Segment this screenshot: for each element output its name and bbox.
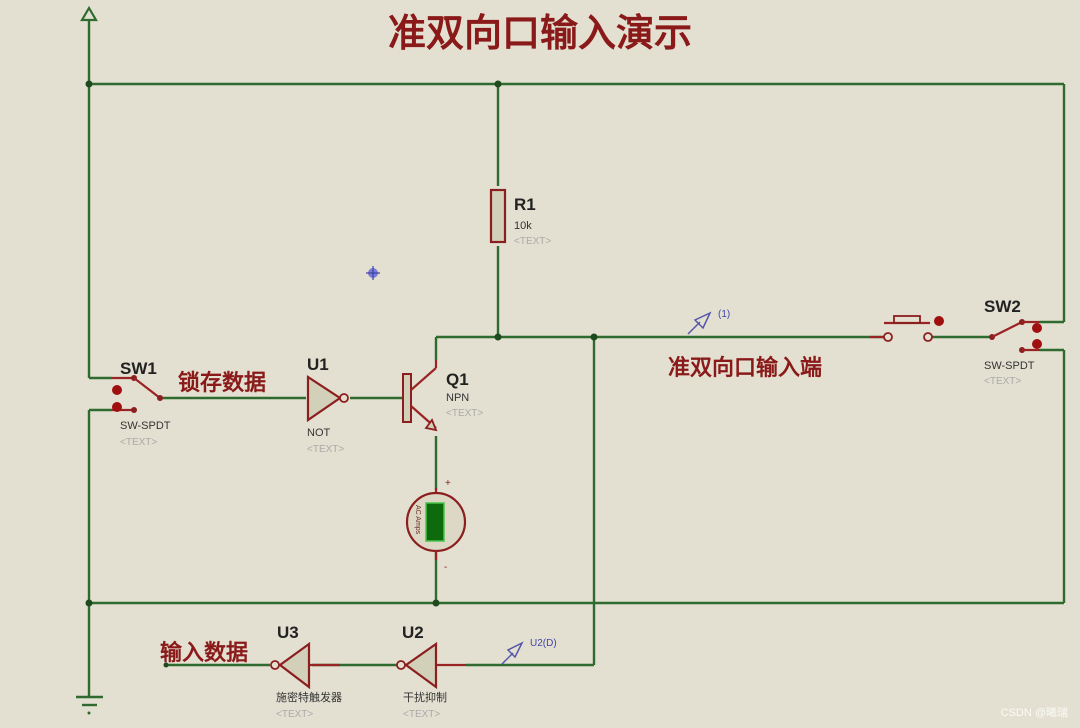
- r1-ref: R1: [514, 195, 536, 214]
- ammeter[interactable]: AC Amps + -: [405, 478, 467, 573]
- sw1-text: <TEXT>: [120, 437, 157, 448]
- u3-ref: U3: [277, 623, 299, 642]
- transistor-q1[interactable]: Q1 NPN <TEXT>: [402, 360, 483, 432]
- switch-sw1[interactable]: SW1 SW-SPDT <TEXT>: [112, 359, 171, 448]
- schmitt-trigger-u3[interactable]: U3 施密特触发器 <TEXT>: [270, 623, 342, 720]
- u1-ref: U1: [307, 355, 329, 374]
- sw2-toggle-dot-lower[interactable]: [1032, 339, 1042, 349]
- push-button[interactable]: [870, 315, 944, 342]
- switch-sw2[interactable]: SW2 SW-SPDT <TEXT>: [984, 297, 1042, 387]
- u2-text: <TEXT>: [403, 709, 440, 720]
- sw1-toggle-dot-lower[interactable]: [112, 402, 122, 412]
- sw2-ref: SW2: [984, 297, 1021, 316]
- push-button-toggle-dot[interactable]: [934, 316, 944, 326]
- u1-type: NOT: [307, 427, 331, 439]
- q1-text: <TEXT>: [446, 408, 483, 419]
- ammeter-display: [425, 502, 445, 542]
- power-terminal-icon[interactable]: [80, 5, 98, 378]
- sw1-toggle-dot-upper[interactable]: [112, 385, 122, 395]
- resistor-r1[interactable]: R1 10k <TEXT>: [489, 188, 551, 247]
- sw2-text: <TEXT>: [984, 376, 1021, 387]
- not-gate-u1[interactable]: U1 NOT <TEXT>: [306, 355, 349, 455]
- sw2-toggle-dot-upper[interactable]: [1032, 323, 1042, 333]
- ammeter-plus: +: [445, 478, 451, 489]
- gate-u2[interactable]: U2 干扰抑制 <TEXT>: [396, 623, 466, 720]
- sw1-type: SW-SPDT: [120, 420, 171, 432]
- q1-type: NPN: [446, 392, 469, 404]
- probe-1-label: (1): [718, 309, 730, 320]
- u2-type: 干扰抑制: [403, 690, 447, 704]
- ammeter-label: AC Amps: [414, 505, 421, 535]
- ammeter-minus: -: [444, 562, 447, 573]
- u3-type: 施密特触发器: [276, 690, 342, 704]
- move-cursor-icon: [366, 266, 380, 280]
- voltage-probe-u2d[interactable]: U2(D): [501, 638, 557, 665]
- quasi-port-input-label: 准双向口输入端: [668, 355, 822, 381]
- diagram-title: 准双向口输入演示: [388, 10, 692, 55]
- voltage-probe-1[interactable]: (1): [687, 309, 730, 335]
- sw2-type: SW-SPDT: [984, 360, 1035, 372]
- wires: [89, 82, 1066, 667]
- watermark: CSDN @曦瑞: [1000, 707, 1068, 719]
- ground-terminal-icon[interactable]: [76, 410, 103, 715]
- q1-ref: Q1: [446, 370, 469, 389]
- input-data-label: 输入数据: [160, 640, 248, 666]
- latch-data-label: 锁存数据: [178, 370, 266, 396]
- u1-text: <TEXT>: [307, 444, 344, 455]
- r1-text: <TEXT>: [514, 236, 551, 247]
- r1-value: 10k: [514, 220, 532, 232]
- u3-text: <TEXT>: [276, 709, 313, 720]
- u2-ref: U2: [402, 623, 424, 642]
- junctions: [85, 80, 598, 668]
- probe-u2d-label: U2(D): [530, 638, 557, 649]
- sw1-ref: SW1: [120, 359, 157, 378]
